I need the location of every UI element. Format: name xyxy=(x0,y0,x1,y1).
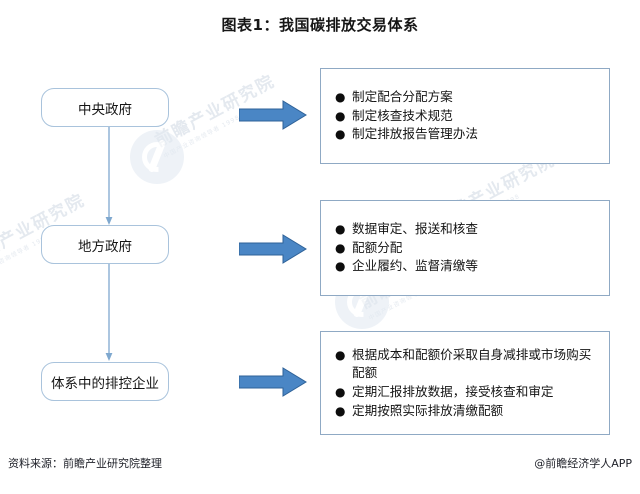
connector-local-to-enterprises xyxy=(105,262,113,361)
node-label: 体系中的排控企业 xyxy=(51,375,159,392)
bullet-item: ● 根据成本和配额价采取自身减排或市场购买配额 xyxy=(335,346,599,383)
bullet-item: ● 制定排放报告管理办法 xyxy=(335,125,599,144)
bullet-label: 制定配合分配方案 xyxy=(352,89,453,105)
bullet-label: 制定排放报告管理办法 xyxy=(352,126,478,142)
bullet-icon: ● xyxy=(335,347,346,362)
bullet-label: 定期汇报排放数据，接受核查和审定 xyxy=(352,384,554,399)
arrow-local-to-duties xyxy=(239,234,307,264)
bullet-icon: ● xyxy=(335,240,346,255)
bullet-item: ● 企业履约、监督清缴等 xyxy=(335,257,599,276)
arrow-central-to-duties xyxy=(239,100,307,130)
node-central-government[interactable]: 中央政府 xyxy=(41,88,169,127)
bullet-label: 企业履约、监督清缴等 xyxy=(352,258,478,274)
bullet-label: 配额分配 xyxy=(352,239,403,255)
node-covered-enterprises[interactable]: 体系中的排控企业 xyxy=(41,362,169,401)
bullet-item: ● 制定配合分配方案 xyxy=(335,88,599,107)
bullet-icon: ● xyxy=(335,108,346,123)
bullet-item: ● 配额分配 xyxy=(335,239,599,258)
node-label: 中央政府 xyxy=(78,101,132,118)
bullet-icon: ● xyxy=(335,385,346,399)
bullet-item: ● 制定核查技术规范 xyxy=(335,107,599,126)
page-title: 图表1：我国碳排放交易体系 xyxy=(221,16,419,34)
node-local-government[interactable]: 地方政府 xyxy=(41,225,169,264)
detail-central-government-duties: ● 制定配合分配方案 ● 制定核查技术规范 ● 制定排放报告管理办法 xyxy=(320,68,610,164)
node-label: 地方政府 xyxy=(78,238,132,255)
bullet-icon: ● xyxy=(335,222,346,237)
bullet-label: 制定核查技术规范 xyxy=(352,107,453,123)
bullet-item: ● 定期汇报排放数据，接受核查和审定 xyxy=(335,383,599,402)
source-note: 资料来源：前瞻产业研究院整理 xyxy=(8,457,162,470)
arrow-enterprises-to-duties xyxy=(239,367,307,397)
bullet-label: 根据成本和配额价采取自身减排或市场购买配额 xyxy=(352,346,592,381)
watermark-logo-icon xyxy=(130,130,184,184)
bullet-item: ● 数据审定、报送和核查 xyxy=(335,220,599,239)
bullet-label: 数据审定、报送和核查 xyxy=(352,221,478,237)
bullet-icon: ● xyxy=(335,403,346,418)
app-credit: @前瞻经济学人APP xyxy=(534,457,632,470)
detail-local-government-duties: ● 数据审定、报送和核查 ● 配额分配 ● 企业履约、监督清缴等 xyxy=(320,200,610,296)
bullet-label: 定期按照实际排放清缴配额 xyxy=(352,402,504,418)
bullet-icon: ● xyxy=(335,259,346,274)
bullet-icon: ● xyxy=(335,90,346,105)
detail-covered-enterprises-duties: ● 根据成本和配额价采取自身减排或市场购买配额 ● 定期汇报排放数据，接受核查和… xyxy=(320,331,610,435)
bullet-icon: ● xyxy=(335,127,346,142)
connector-central-to-local xyxy=(105,126,113,225)
bullet-item: ● 定期按照实际排放清缴配额 xyxy=(335,402,599,421)
